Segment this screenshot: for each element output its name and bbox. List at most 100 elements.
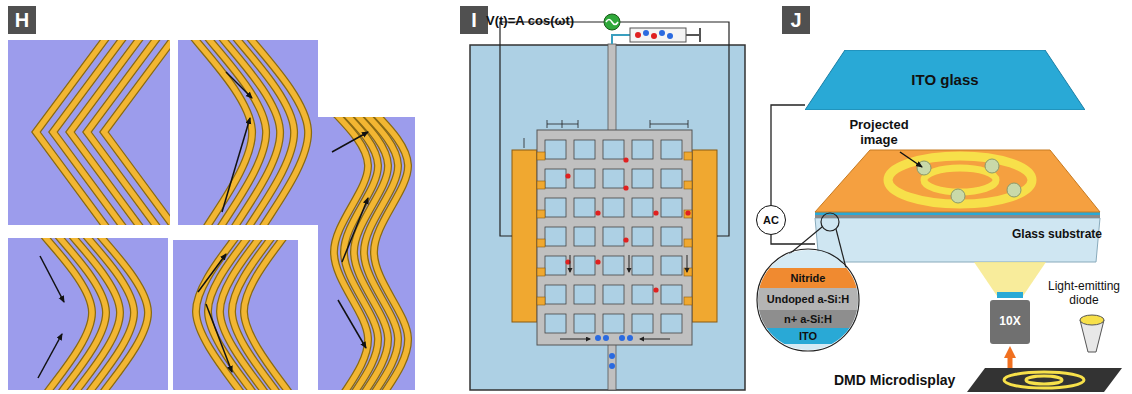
- electrode-stripe: [244, 240, 294, 390]
- trapezoid-shape: [805, 50, 1085, 110]
- node-text: J: [790, 9, 801, 32]
- node-text: I: [471, 9, 477, 32]
- chamber-pad: [574, 256, 595, 275]
- layer-band: Nitride: [758, 268, 858, 288]
- light-path-arrow: [1008, 352, 1013, 368]
- voltage-label: V(t)=A cos(ωt): [486, 14, 602, 29]
- chamber-pad: [603, 227, 624, 246]
- component-label: Light-emitting diode: [1038, 280, 1130, 308]
- dmd-chip: [967, 368, 1122, 392]
- chamber-pad: [545, 256, 566, 275]
- chamber-pad: [603, 314, 624, 333]
- electrode-stripes: [328, 117, 408, 390]
- layer-band: ITO: [758, 328, 858, 344]
- chamber-pad: [661, 256, 682, 275]
- chamber-pad: [632, 314, 653, 333]
- electrode-stripe: [104, 40, 170, 225]
- left-electrode: [512, 150, 537, 322]
- chamber-pad: [632, 227, 653, 246]
- chamber-pad: [545, 227, 566, 246]
- layer-band: Undoped a-Si:H: [758, 288, 858, 310]
- panel-letter: J: [782, 6, 810, 34]
- chamber-pad: [661, 169, 682, 188]
- node-text: ITO: [799, 330, 817, 343]
- chamber-pad: [574, 140, 595, 159]
- flow-arrows: [560, 255, 687, 339]
- panel-letter: I: [460, 6, 488, 34]
- electrode-outline: [104, 40, 170, 225]
- chamber-pad: [545, 314, 566, 333]
- ac-source: [604, 14, 620, 30]
- chamber-pad: [661, 314, 682, 333]
- ac-symbol: [606, 20, 618, 25]
- electrode-finger: [684, 268, 692, 276]
- electrode-finger: [684, 181, 692, 189]
- electrode-finger: [684, 297, 692, 305]
- electrode-stripe: [244, 40, 308, 225]
- dimension-marks: [524, 120, 688, 148]
- right-electrode: [692, 150, 717, 322]
- chamber-pad: [661, 227, 682, 246]
- electrode-outline: [368, 117, 408, 390]
- electrode-finger: [537, 152, 545, 160]
- chamber-pad: [545, 140, 566, 159]
- chamber-pad: [603, 198, 624, 217]
- electrode-finger: [684, 152, 692, 160]
- channel-grid: [537, 130, 692, 345]
- chamber-pad: [632, 198, 653, 217]
- electrode-stripe: [94, 238, 148, 390]
- chamber-pad: [632, 285, 653, 304]
- electrode-finger: [684, 239, 692, 247]
- callout-label: Projected image: [840, 118, 918, 148]
- chamber-pad: [661, 140, 682, 159]
- electrode-stripes: [188, 40, 308, 225]
- chamber-pad: [545, 285, 566, 304]
- layer-label: Glass substrate: [1012, 228, 1112, 242]
- chamber-pads: [537, 140, 692, 333]
- node-text: Undoped a-Si:H: [767, 293, 850, 306]
- electrode-finger: [537, 239, 545, 247]
- chamber-pad: [574, 227, 595, 246]
- node-text: 10X: [999, 315, 1020, 329]
- power-wires: [500, 22, 729, 236]
- chamber-pad: [574, 198, 595, 217]
- objective-lens: 10X: [990, 300, 1030, 344]
- chamber-pad: [632, 256, 653, 275]
- node-text: ITO glass: [911, 71, 978, 88]
- chamber-pad: [603, 256, 624, 275]
- inlet-channel: [608, 44, 616, 132]
- electrode-outline: [94, 238, 148, 390]
- electrode-stripes: [36, 40, 170, 225]
- chamber-pad: [632, 140, 653, 159]
- node-text: H: [15, 9, 29, 32]
- node-text: AC: [763, 214, 779, 227]
- outlet-channel: [608, 343, 616, 390]
- wire-connector: [771, 105, 805, 205]
- chamber-pad: [632, 169, 653, 188]
- chamber-pad: [574, 285, 595, 304]
- released-particles: [595, 335, 633, 369]
- chamber-pad: [545, 169, 566, 188]
- node-text: n+ a-Si:H: [784, 313, 832, 326]
- chamber-pad: [603, 285, 624, 304]
- chamber-pad: [661, 198, 682, 217]
- electrode-finger: [537, 297, 545, 305]
- node-text: Nitride: [791, 272, 826, 285]
- panel-letter: H: [8, 6, 36, 34]
- lens-cap: [997, 292, 1023, 298]
- zoom-circle: NitrideUndoped a-Si:H n+ a-Si:H ITO: [758, 250, 858, 350]
- electrode-outline: [244, 40, 308, 225]
- leader-arrow: [900, 152, 922, 167]
- chamber-pad: [603, 169, 624, 188]
- chamber-pad: [661, 285, 682, 304]
- electrode-stripe: [368, 117, 408, 390]
- light-cone: [974, 262, 1046, 296]
- electrode-finger: [537, 268, 545, 276]
- ito-glass-plate: ITO glass: [805, 50, 1085, 110]
- electrode-finger: [537, 181, 545, 189]
- chamber-pad: [574, 314, 595, 333]
- electrode-stripes: [38, 238, 148, 390]
- power-wire: [771, 235, 815, 244]
